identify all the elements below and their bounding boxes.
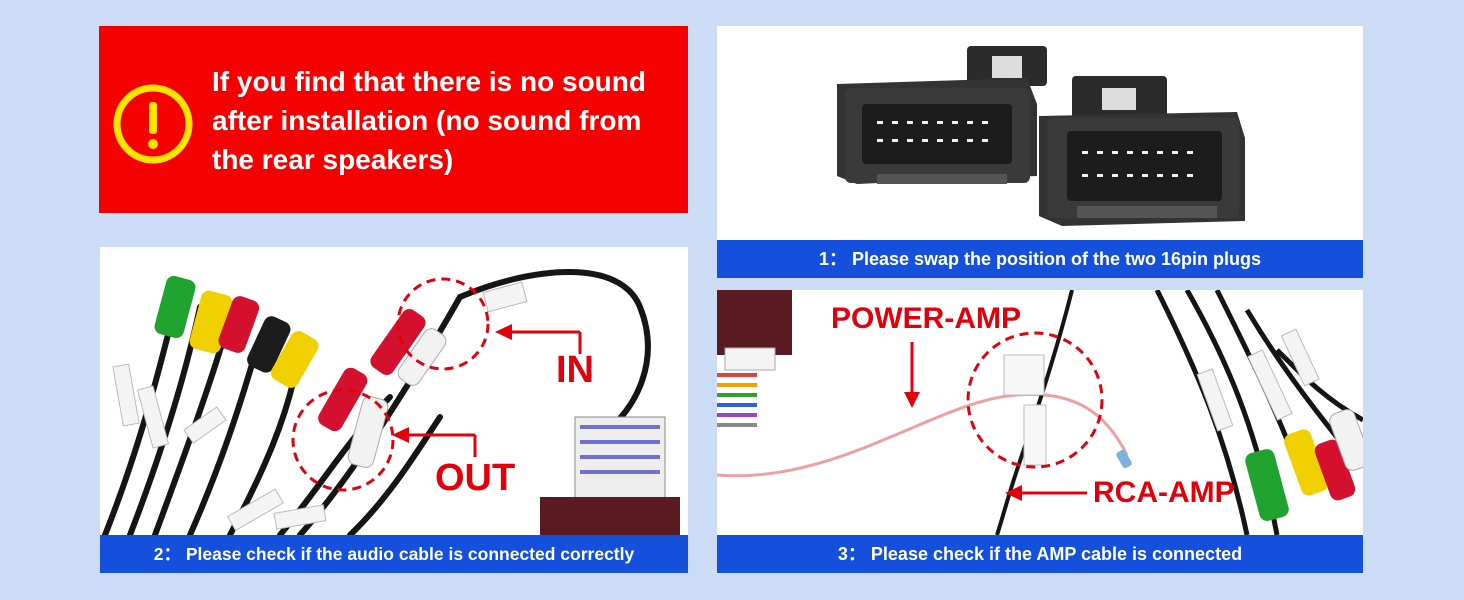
label-out: OUT [435,457,516,499]
plug-right [1039,76,1245,226]
harness-box [717,290,792,355]
arrow-power-amp-head [904,392,920,408]
arrow-rca-amp-head [1005,485,1022,501]
rca-amp-wire [995,290,1074,535]
caption-step-2: 2： Please check if the audio cable is co… [100,535,688,573]
photo-16pin-plugs [717,26,1363,240]
photo-amp-cable: POWER-AMP RCA-AMP [717,290,1363,535]
cable-tags-right [1196,328,1320,432]
arrow-out-head [392,427,409,443]
plug-left [837,46,1047,184]
arrow-in [505,330,582,354]
photo-audio-cables: IN OUT [100,247,688,535]
arrow-in-head [495,324,512,340]
colored-wires [717,373,757,427]
tag-amp-con [1003,354,1045,396]
caption-step-1: 1： Please swap the position of the two 1… [717,240,1363,278]
cable-tags [112,281,528,532]
caption-step-3: 3： Please check if the AMP cable is conn… [717,535,1363,573]
label-in: IN [556,349,594,391]
harness-box [540,416,680,535]
tag-amp-ctrl [1023,404,1047,466]
highlight-circle-in [396,277,490,371]
label-rca-amp: RCA-AMP [1093,476,1235,509]
highlight-circle-amp [966,331,1104,469]
warning-banner: If you find that there is no sound after… [99,26,688,213]
power-amp-wire [717,392,1129,478]
exclamation-circle-icon [113,84,193,164]
rca-plugs-group [154,275,447,468]
warning-text: If you find that there is no sound after… [212,66,646,175]
label-power-amp: POWER-AMP [831,302,1021,335]
arrow-out [402,433,477,457]
highlight-circle-out [291,388,395,492]
rca-plugs-right [1245,409,1363,521]
